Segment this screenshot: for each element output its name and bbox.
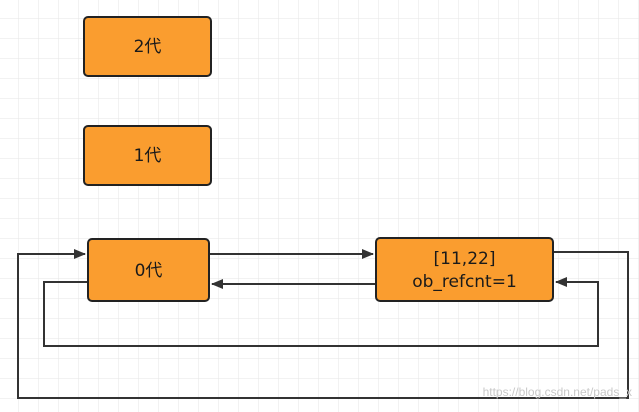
node-gen1: 1代 [83, 125, 212, 186]
node-gen0: 0代 [87, 238, 210, 302]
node-list-object: [11,22] ob_refcnt=1 [375, 237, 554, 302]
node-gen2-label: 2代 [134, 37, 162, 57]
node-gen2: 2代 [83, 16, 212, 77]
node-list-object-value: [11,22] [434, 249, 496, 269]
edge-gen0-inner-loop [43, 277, 599, 347]
node-gen2-box [83, 16, 212, 77]
node-gen1-label: 1代 [134, 146, 162, 166]
node-gen0-box [87, 238, 210, 302]
edge-list-outer-loop [17, 249, 629, 399]
node-list-object-refcnt: ob_refcnt=1 [412, 272, 517, 292]
node-gen0-label: 0代 [135, 261, 163, 281]
watermark-text: https://blog.csdn.net/pads_x [483, 385, 632, 399]
node-list-object-box [375, 237, 554, 302]
node-gen1-box [83, 125, 212, 186]
